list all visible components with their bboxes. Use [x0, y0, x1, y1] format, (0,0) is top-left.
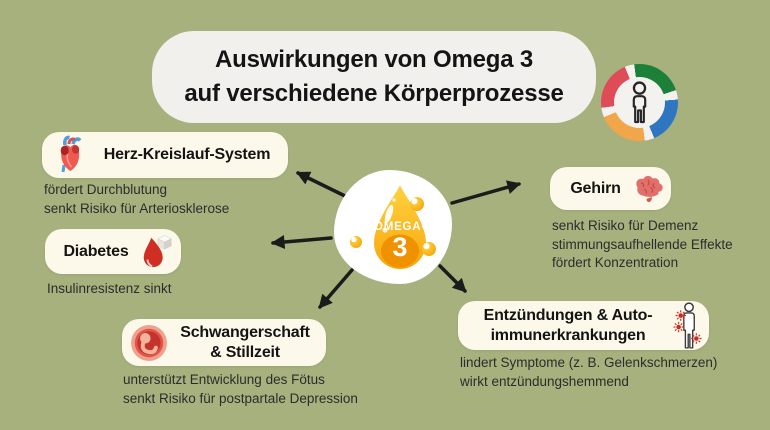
anatomical-heart-icon: [60, 135, 82, 173]
arrow-to-diabetes: [270, 235, 333, 249]
detail-line: senkt Risiko für postpartale Depression: [123, 390, 358, 406]
node-gehirn: Gehirn: [550, 167, 671, 210]
page-title-line-2: auf verschiedene Körperprozesse: [184, 80, 564, 107]
detail-line: Insulinresistenz sinkt: [47, 281, 172, 296]
entzuendungen-details: lindert Symptome (z. B. Gelenkschmerzen)…: [460, 354, 717, 391]
page-title-line-1: Auswirkungen von Omega 3: [215, 46, 533, 73]
detail-line: senkt Risiko für Arteriosklerose: [44, 200, 230, 216]
oil-bubble-icon: [410, 197, 424, 211]
diabetes-details: Insulinresistenz sinkt: [47, 280, 172, 299]
node-schwangerschaft: Schwangerschaft & Stillzeit: [122, 319, 326, 366]
body-pain-points-icon: [673, 301, 702, 349]
schwangerschaft-details: unterstützt Entwicklung des Fötus senkt …: [123, 371, 358, 408]
detail-line: senkt Risiko für Demenz: [552, 218, 699, 233]
gehirn-details: senkt Risiko für Demenz stimmungsaufhell…: [552, 217, 733, 273]
arrow-to-schwangerschaft: [318, 268, 354, 309]
detail-line: stimmungsaufhellende Effekte: [552, 236, 733, 252]
arrow-to-entzuendungen: [438, 264, 467, 293]
arrow-to-herz: [296, 171, 347, 198]
detail-line: wirkt entzündungshemmend: [460, 373, 629, 389]
blood-drop-sugar-cube-icon: [143, 234, 172, 267]
title-banner: Auswirkungen von Omega 3 auf verschieden…: [152, 31, 596, 123]
detail-line: lindert Symptome (z. B. Gelenkschmerzen): [460, 355, 718, 370]
node-diabetes: Diabetes: [45, 229, 181, 274]
human-cycle-logo: [601, 64, 678, 141]
oil-droplet-icon: [374, 185, 426, 269]
gehirn-heading: Gehirn: [570, 179, 621, 197]
herz-details: fördert Durchblutung senkt Risiko für Ar…: [44, 181, 229, 218]
arrow-to-gehirn: [450, 180, 522, 205]
node-herz-kreislauf: Herz-Kreislauf-System: [42, 132, 288, 178]
detail-line: fördert Konzentration: [552, 255, 679, 270]
fetus-womb-icon: [131, 324, 167, 361]
diabetes-heading: Diabetes: [63, 242, 129, 260]
schwangerschaft-heading-line-2: & Stillzeit: [210, 343, 280, 361]
detail-line: unterstützt Entwicklung des Fötus: [123, 372, 325, 387]
oil-bubble-icon: [350, 236, 362, 248]
brain-icon: [636, 175, 663, 202]
schwangerschaft-heading-line-1: Schwangerschaft: [180, 323, 310, 341]
herz-heading: Herz-Kreislauf-System: [103, 146, 271, 163]
node-entzuendungen: Entzündungen & Auto- immunerkrankungen: [458, 301, 709, 350]
oil-bubble-icon: [422, 242, 436, 256]
entzuendungen-heading-line-1: Entzündungen & Auto-: [483, 306, 653, 324]
omega3-center-badge: OMEGA- 3: [334, 170, 452, 284]
entzuendungen-heading-line-2: immunerkrankungen: [490, 326, 646, 344]
detail-line: fördert Durchblutung: [44, 182, 168, 197]
human-figure-icon: [632, 81, 647, 124]
